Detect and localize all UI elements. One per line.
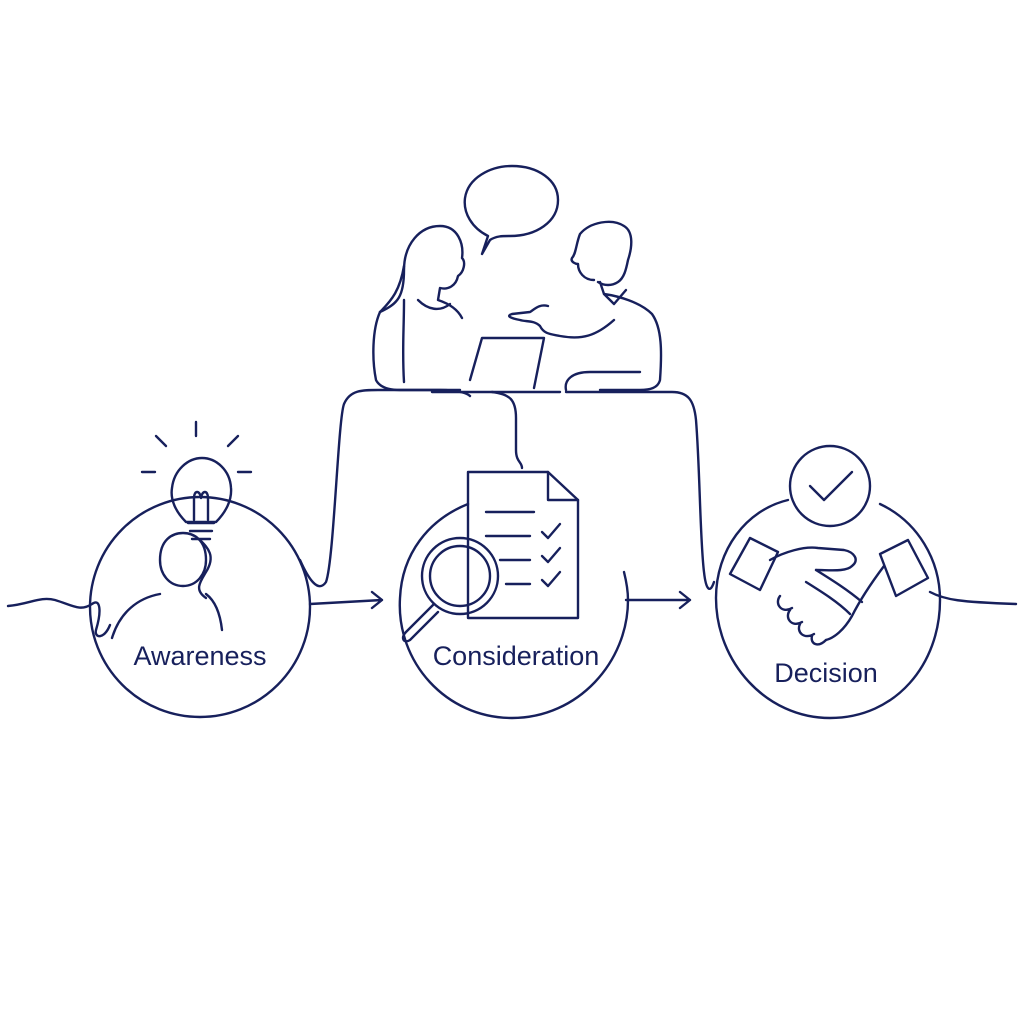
stage-awareness: Awareness xyxy=(88,420,384,719)
person-silhouette-icon xyxy=(110,531,224,640)
journey-baseline-right xyxy=(928,590,1018,606)
checklist-document-icon xyxy=(466,470,580,620)
stage-consideration: Consideration xyxy=(398,470,692,720)
conversation-scene xyxy=(372,164,663,394)
consideration-label: Consideration xyxy=(433,641,600,671)
connector-arrow-1 xyxy=(308,590,384,610)
magnifier-icon xyxy=(401,536,500,643)
lightbulb-icon xyxy=(140,420,253,541)
stage-decision: Decision xyxy=(714,444,942,720)
awareness-label: Awareness xyxy=(133,641,266,671)
speech-bubble-icon xyxy=(463,164,560,256)
connector-arrow-2 xyxy=(624,590,692,610)
checkmark-badge-icon xyxy=(788,444,872,528)
man-figure xyxy=(508,220,663,392)
decision-label: Decision xyxy=(774,658,878,688)
journey-baseline-left xyxy=(6,597,112,638)
center-drop-line xyxy=(490,390,524,470)
decision-circle xyxy=(714,498,942,720)
rising-line-left xyxy=(298,388,472,588)
laptop-icon xyxy=(430,336,562,394)
rising-line-right xyxy=(564,390,716,591)
handshake-icon xyxy=(728,536,930,646)
woman-figure xyxy=(372,224,466,392)
